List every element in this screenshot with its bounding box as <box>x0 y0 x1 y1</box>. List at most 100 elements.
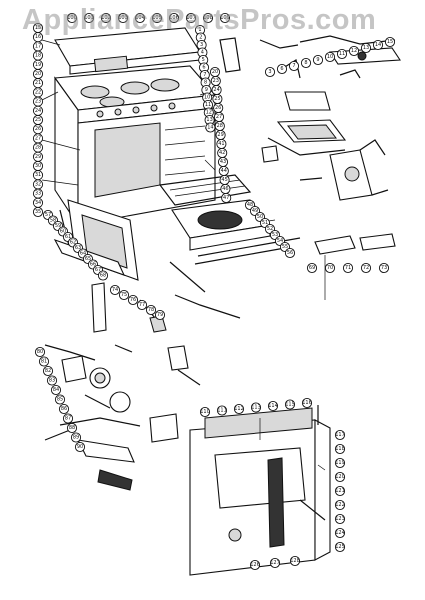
callout-44: 44 <box>218 165 229 177</box>
callout-119: 119 <box>334 457 346 469</box>
callout-number: 80 <box>37 349 43 355</box>
callout-number: 10 <box>204 95 210 101</box>
callout-number: 60 <box>60 229 66 235</box>
callout-110: 110 <box>199 406 211 418</box>
callout-71: 71 <box>342 262 354 274</box>
callout-28: 28 <box>214 120 225 132</box>
callout-number: 34 <box>35 200 41 206</box>
callout-113: 113 <box>250 402 262 413</box>
callout-33: 33 <box>32 188 44 199</box>
callout-number: 117 <box>335 432 345 438</box>
callout-number: 79 <box>157 312 163 318</box>
callout-number: 14 <box>207 125 213 131</box>
callout-number: 29 <box>217 132 223 138</box>
callout-43: 43 <box>217 156 229 168</box>
callout-3: 3 <box>196 39 207 51</box>
callout-number: 20 <box>35 71 41 77</box>
callout-number: 10 <box>327 54 333 60</box>
callout-number: 59 <box>55 223 61 229</box>
callout-number: 6 <box>280 66 283 72</box>
lower-left-parts <box>44 344 141 491</box>
callout-number: 9 <box>205 87 208 93</box>
callout-number: 102 <box>101 15 111 21</box>
callout-21: 21 <box>32 78 44 89</box>
range-body <box>53 27 252 227</box>
callout-number: 22 <box>35 89 41 95</box>
callout-number: 78 <box>148 307 154 313</box>
callout-70: 70 <box>324 262 336 274</box>
callout-number: 48 <box>247 202 253 208</box>
callout-number: 119 <box>335 460 345 466</box>
callout-number: 23 <box>213 78 219 84</box>
callout-75: 75 <box>118 289 130 301</box>
callout-23: 23 <box>210 75 221 87</box>
callout-number: 73 <box>381 265 387 271</box>
callout-13: 13 <box>360 42 372 54</box>
callout-number: 35 <box>35 209 41 215</box>
callout-82: 82 <box>42 365 54 377</box>
callout-25: 25 <box>212 93 223 105</box>
callout-14: 14 <box>372 39 384 51</box>
callout-42: 42 <box>217 147 228 159</box>
callout-number: 75 <box>121 292 127 298</box>
callout-127: 127 <box>269 557 281 569</box>
callout-46: 46 <box>220 183 231 195</box>
callout-number: 27 <box>35 135 41 141</box>
callout-2: 2 <box>195 32 206 43</box>
callout-number: 29 <box>35 154 41 160</box>
callout-number: 24 <box>213 87 219 93</box>
callout-22: 22 <box>32 87 44 98</box>
callout-number: 118 <box>335 446 345 452</box>
callout-number: 54 <box>277 238 283 244</box>
callout-69: 69 <box>306 262 318 274</box>
callout-number: 31 <box>35 172 41 178</box>
callout-number: 108 <box>203 15 213 21</box>
callout-102: 102 <box>100 12 112 24</box>
callout-number: 86 <box>61 406 67 412</box>
callout-14: 14 <box>205 122 216 133</box>
callout-7: 7 <box>288 60 300 72</box>
callout-number: 3 <box>200 42 203 48</box>
callout-number: 111 <box>217 408 227 414</box>
callout-number: 103 <box>118 15 128 21</box>
callout-number: 42 <box>219 150 225 156</box>
callout-number: 126 <box>250 562 260 568</box>
callout-number: 14 <box>375 42 381 48</box>
callout-8: 8 <box>300 57 312 69</box>
callout-number: 51 <box>262 220 268 226</box>
callout-number: 49 <box>252 208 258 214</box>
callout-number: 90 <box>77 444 83 450</box>
callout-number: 33 <box>35 191 41 197</box>
callout-number: 55 <box>282 244 288 250</box>
callout-number: 112 <box>234 406 244 412</box>
callout-101: 101 <box>83 12 95 24</box>
callout-number: 15 <box>35 25 41 31</box>
callout-76: 76 <box>127 294 139 306</box>
callout-number: 106 <box>169 15 179 21</box>
callout-109: 109 <box>219 12 231 24</box>
callout-81: 81 <box>38 356 50 367</box>
callout-23: 23 <box>32 96 44 107</box>
callout-121: 121 <box>334 485 346 497</box>
callout-number: 8 <box>304 60 307 66</box>
callout-number: 47 <box>223 195 229 201</box>
callout-number: 62 <box>70 240 76 246</box>
callout-number: 122 <box>335 502 345 508</box>
callout-number: 125 <box>335 544 345 550</box>
callout-26: 26 <box>32 124 44 135</box>
callout-number: 19 <box>35 62 41 68</box>
callout-number: 53 <box>272 232 278 238</box>
callout-number: 13 <box>206 117 212 123</box>
callout-number: 28 <box>35 145 41 151</box>
callout-112: 112 <box>233 403 245 415</box>
callout-12: 12 <box>348 45 360 57</box>
callout-13: 13 <box>204 114 215 126</box>
callout-116: 116 <box>301 397 313 409</box>
callout-number: 105 <box>152 15 162 21</box>
callout-3: 3 <box>264 66 276 78</box>
callout-number: 65 <box>85 256 91 262</box>
right-brackets <box>314 233 396 300</box>
callout-105: 105 <box>151 12 163 24</box>
callout-number: 110 <box>200 409 210 415</box>
